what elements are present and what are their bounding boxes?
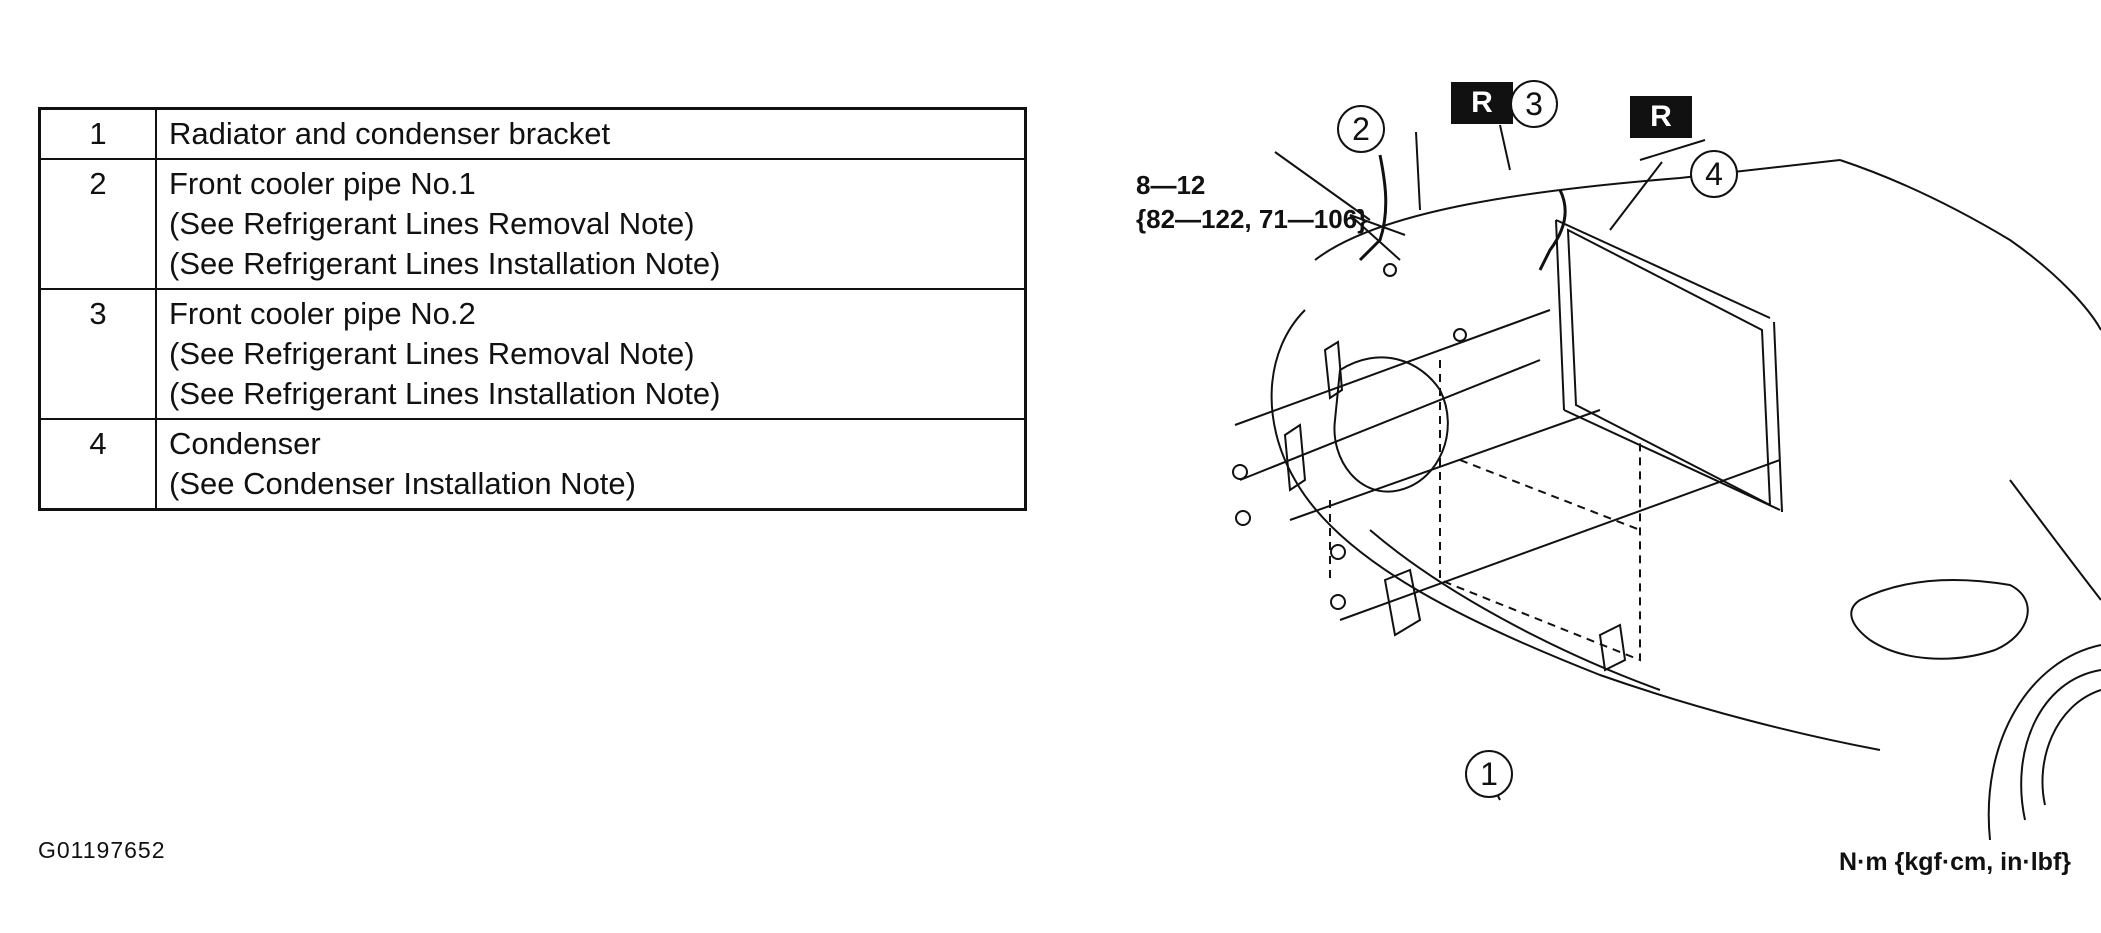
front-bumper-outline (1270, 309, 1881, 751)
leader-line (1274, 124, 1706, 801)
bolt (1235, 510, 1251, 526)
part-number: 4 (38, 418, 157, 511)
hood-outline (1314, 159, 2101, 331)
wheel-inner (2041, 689, 2101, 806)
bolt (1453, 328, 1467, 342)
upper-left-bracket (1283, 340, 1344, 492)
table-row: 3 Front cooler pipe No.2 (See Refrigeran… (38, 288, 1027, 420)
table-row: 1 Radiator and condenser bracket (38, 107, 1027, 160)
torque-range: 8—12 (1136, 170, 1206, 200)
torque-leader (1349, 214, 1406, 261)
part-number: 1 (38, 107, 157, 160)
part-description: Radiator and condenser bracket (155, 107, 1027, 160)
exploded-view-drawing (1232, 124, 2101, 841)
parts-legend-table: 1 Radiator and condenser bracket 2 Front… (38, 107, 1027, 511)
table-row: 4 Condenser (See Condenser Installation … (38, 418, 1027, 511)
front-cooler-pipe-2 (1538, 189, 1567, 271)
torque-range-alt-units: {82—122, 71—106} (1136, 204, 1368, 234)
mounting-line (1234, 309, 1781, 621)
condenser-frame (1555, 219, 1783, 513)
part-description: Condenser (See Condenser Installation No… (155, 418, 1027, 511)
fender-outline (2009, 479, 2101, 601)
figure-id: G01197652 (38, 837, 166, 863)
bolt (1330, 544, 1346, 560)
callout-4: 4 (1690, 150, 1738, 198)
headlight-outline (1850, 579, 2029, 660)
replace-badge: R (1630, 96, 1692, 138)
part-description: Front cooler pipe No.1 (See Refrigerant … (155, 158, 1027, 290)
replace-badge: R (1451, 82, 1513, 124)
wheel-arch (1987, 644, 2101, 841)
dashed-guide (1329, 360, 1641, 662)
condenser-bottom (1563, 409, 1781, 511)
exploded-view-figure: R R 2 3 4 1 8—12 {82—122, 71—106} N·m {k… (1080, 60, 2101, 876)
part-description: Front cooler pipe No.2 (See Refrigerant … (155, 288, 1027, 420)
part-number: 3 (38, 288, 157, 420)
bolt (1330, 594, 1346, 610)
bolt (1232, 464, 1248, 480)
wheel-tire (2020, 669, 2101, 821)
torque-units: N·m {kgf·cm, in·lbf} (1839, 848, 2071, 876)
grille-outline (1333, 356, 1449, 493)
callout-1: 1 (1465, 750, 1513, 798)
bumper-lower-outline (1369, 529, 1661, 691)
bolt (1383, 263, 1397, 277)
right-bracket (1598, 623, 1627, 672)
table-row: 2 Front cooler pipe No.1 (See Refrigeran… (38, 158, 1027, 290)
front-cooler-pipe-1 (1358, 154, 1388, 262)
lower-bracket (1383, 568, 1422, 637)
condenser-top (1555, 219, 1771, 319)
callout-3: 3 (1510, 80, 1558, 128)
part-number: 2 (38, 158, 157, 290)
torque-spec: 8—12 {82—122, 71—106} (1136, 168, 1367, 236)
callout-2: 2 (1337, 105, 1385, 153)
